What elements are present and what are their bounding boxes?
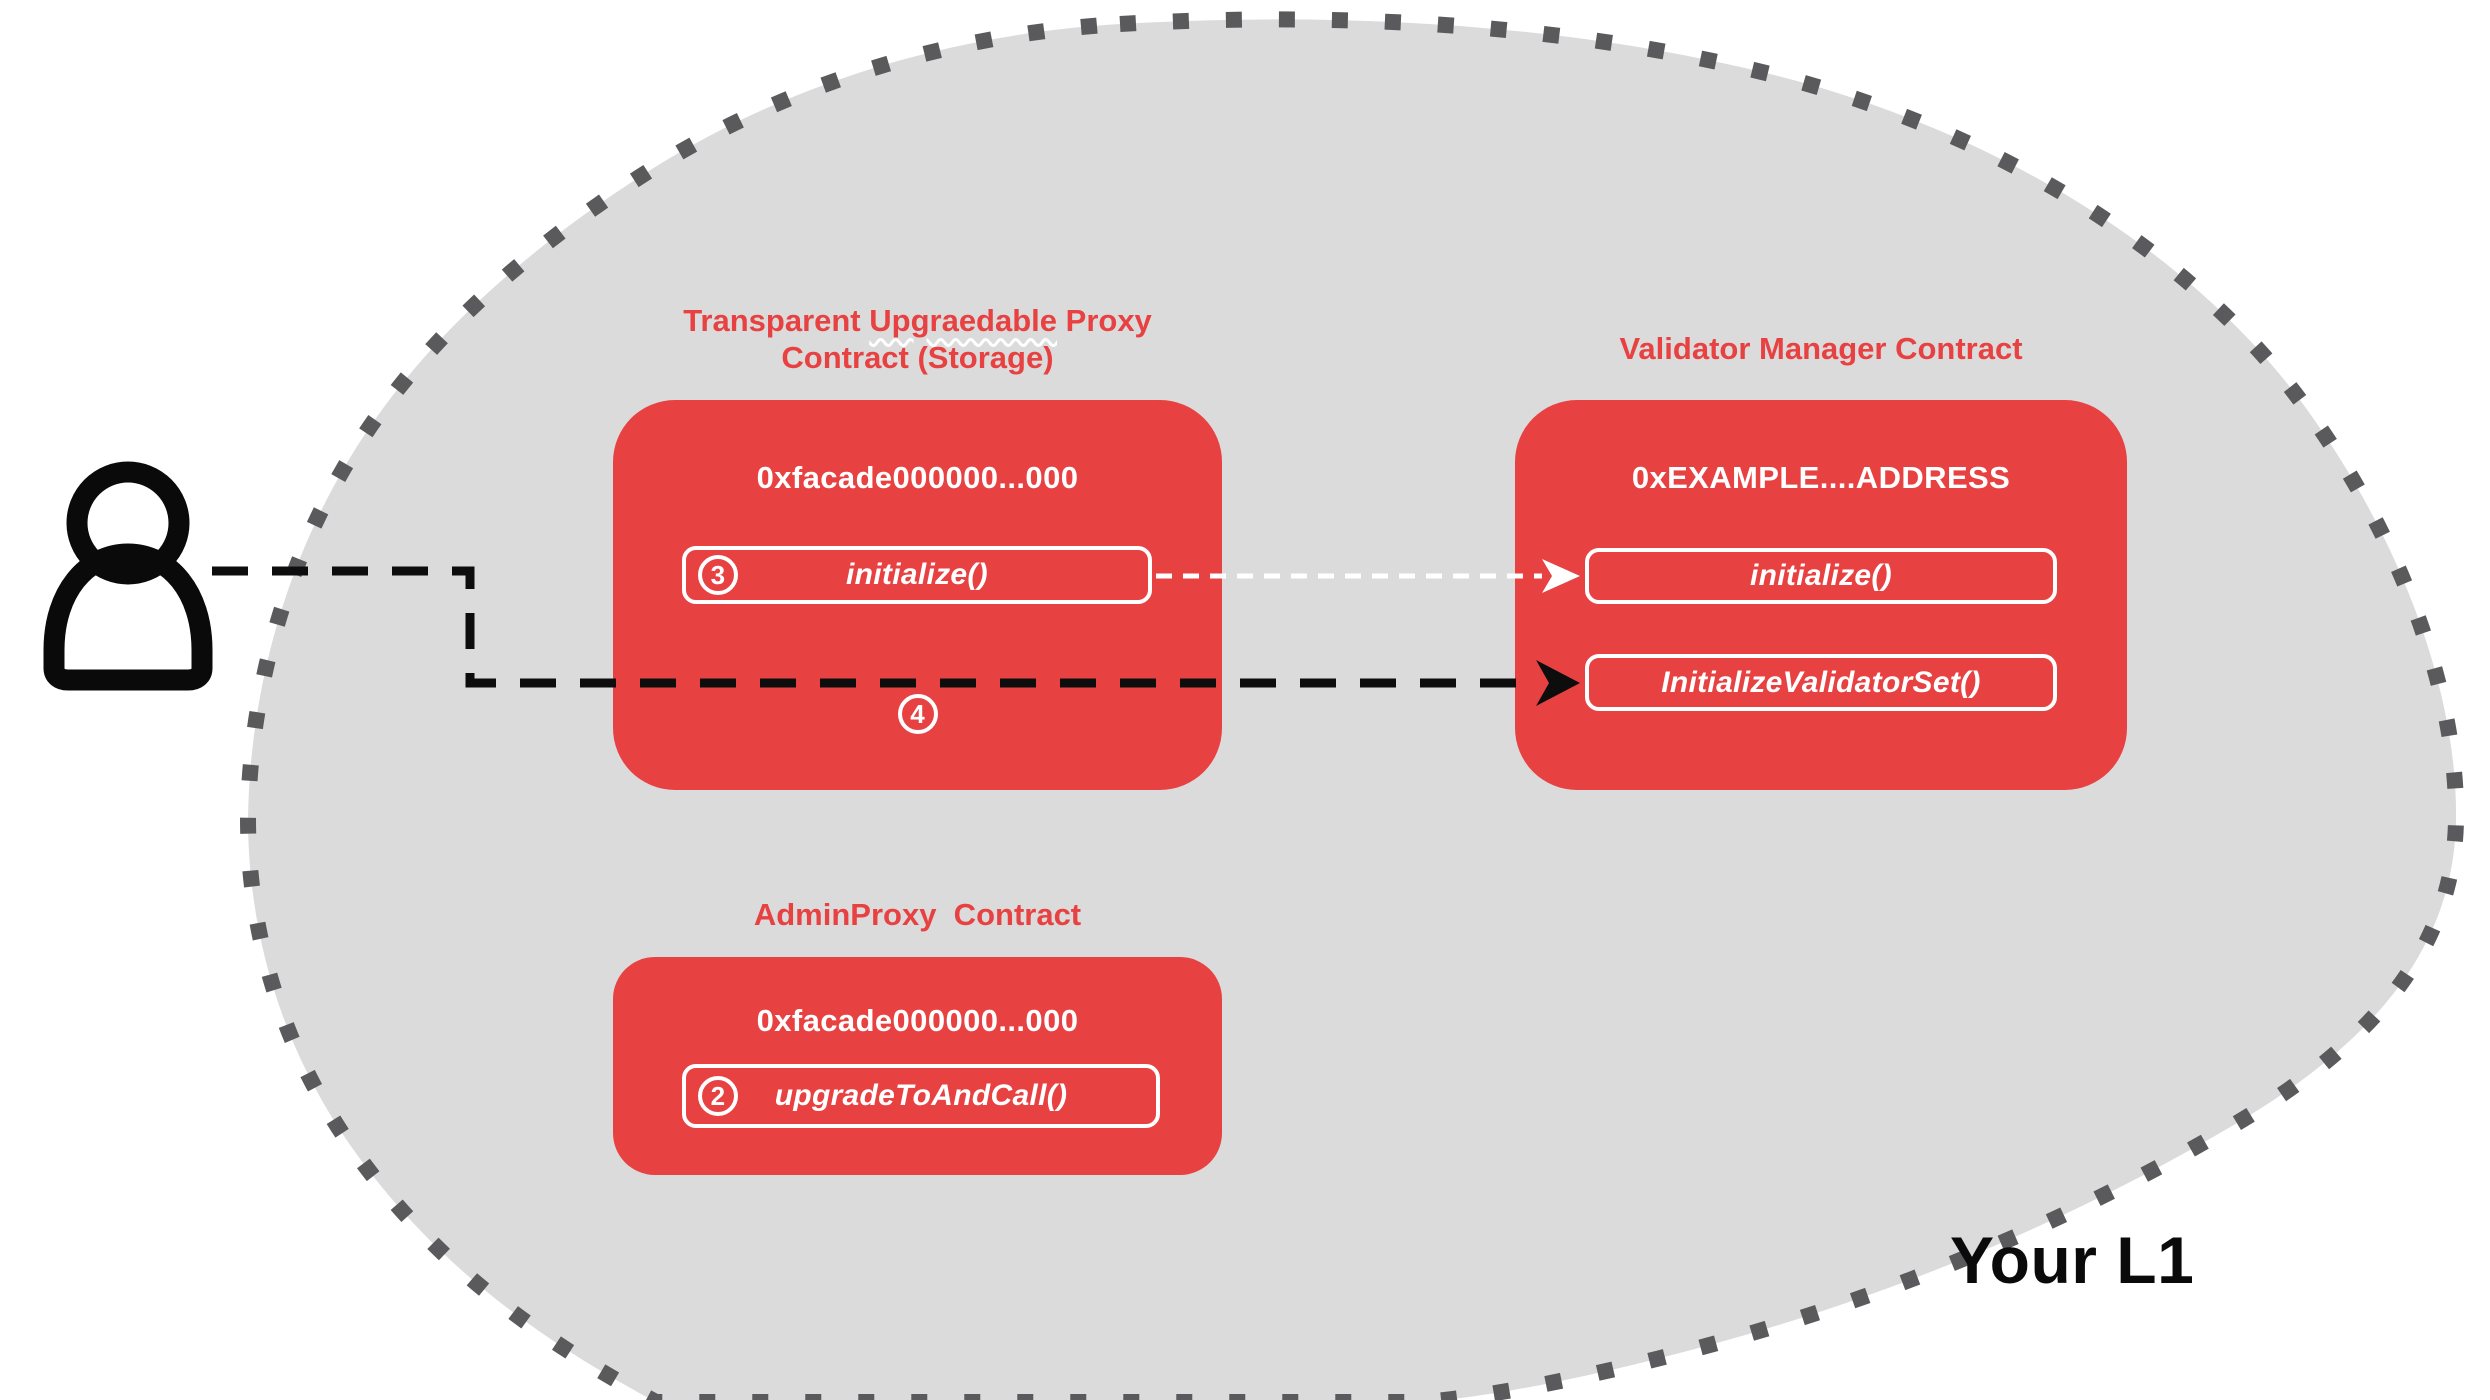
- admin-upgrade-to-and-call-method: 2 upgradeToAndCall(): [682, 1064, 1160, 1128]
- proxy-title-misspelled-word: Upgraedable: [869, 303, 1058, 338]
- step-4-badge: 4: [897, 694, 938, 734]
- validator-initset-label: InitializeValidatorSet(): [1661, 665, 1981, 699]
- validator-initialize-label: initialize(): [1750, 559, 1892, 592]
- l1-region-label: Your L1: [1950, 1223, 2195, 1297]
- proxy-title-prefix: Transparent: [683, 303, 870, 338]
- admin-proxy-contract-box: 0xfacade000000...000 2 upgradeToAndCall(…: [613, 957, 1222, 1175]
- proxy-contract-address: 0xfacade000000...000: [756, 460, 1079, 495]
- proxy-title-line2: Contract (Storage): [781, 340, 1054, 375]
- validator-initialize-validator-set-method: InitializeValidatorSet(): [1585, 654, 2057, 711]
- admin-contract-address: 0xfacade000000...000: [756, 1003, 1079, 1038]
- validator-initialize-method: initialize(): [1585, 548, 2057, 604]
- step-3-badge: 3: [698, 555, 738, 595]
- proxy-initialize-label: initialize(): [846, 558, 988, 591]
- transparent-proxy-contract-box: 0xfacade000000...000 3 initialize() 4: [613, 400, 1222, 790]
- validator-contract-title: Validator Manager Contract: [1619, 331, 2023, 366]
- admin-proxy-contract-title: AdminProxy Contract: [753, 897, 1082, 932]
- step-2-badge: 2: [698, 1076, 738, 1116]
- validator-manager-contract-box: 0xEXAMPLE....ADDRESS initialize() Initia…: [1515, 400, 2127, 790]
- proxy-title-suffix: Proxy: [1057, 303, 1152, 338]
- admin-upgrade-label: upgradeToAndCall(): [774, 1079, 1068, 1112]
- validator-contract-address: 0xEXAMPLE....ADDRESS: [1631, 460, 2011, 495]
- proxy-initialize-method: 3 initialize(): [682, 546, 1152, 604]
